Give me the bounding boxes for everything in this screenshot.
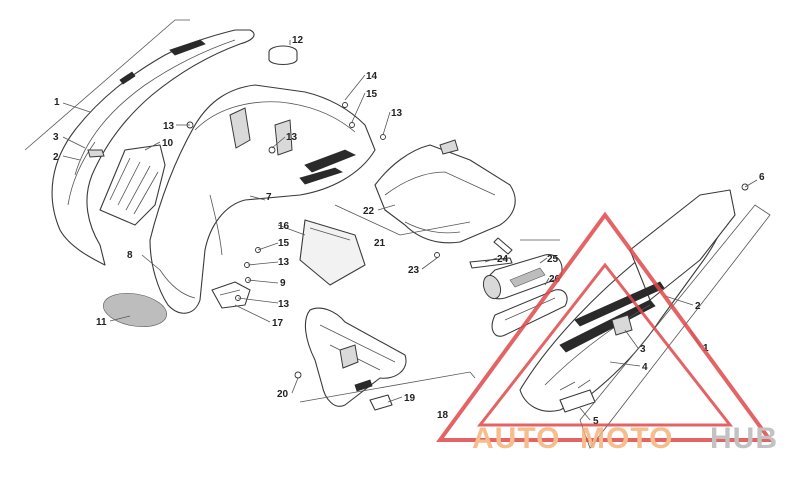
callout-4: 4 [642,362,648,373]
callout-10: 10 [162,138,174,149]
clip-part-19 [369,394,393,411]
bracket-part-17 [211,281,251,309]
right-side-panel [519,189,736,413]
callout-9: 9 [280,278,286,289]
callout-2: 2 [53,152,59,163]
front-cowl [149,84,376,314]
rod-part-24 [469,237,513,269]
lower-bracket-part-18 [304,307,407,407]
tray-part-21 [374,139,516,244]
callout-5: 5 [593,416,599,427]
tube-part-25 [482,254,563,300]
callout-24: 24 [497,254,509,265]
callout-21: 21 [374,238,386,249]
callout-13: 13 [163,121,175,132]
callout-26: 26 [549,274,561,285]
callout-13: 13 [391,108,403,119]
callout-17: 17 [272,318,284,329]
callout-13: 13 [286,132,298,143]
tube-part-26 [491,289,568,337]
bracket-part-10 [99,144,166,226]
callout-20: 20 [277,389,289,400]
grille-part-11 [103,292,167,328]
callout-6: 6 [759,172,765,183]
watermark-auto: AUTO [472,422,560,455]
leader-lines [62,40,758,421]
callout-7: 7 [266,192,272,203]
callout-16: 16 [278,221,290,232]
callout-13: 13 [278,299,290,310]
callout-1: 1 [54,97,60,108]
watermark-moto: MOTO [580,422,673,455]
callout-15: 15 [278,238,290,249]
callout-15: 15 [366,89,378,100]
callout-19: 19 [404,393,416,404]
left-side-panel [51,29,255,266]
callout-14: 14 [366,71,378,82]
callout-11: 11 [96,317,107,328]
callout-3: 3 [640,344,646,355]
callout-25: 25 [547,254,559,265]
cap-part-12 [268,45,298,66]
panel-part-16 [299,219,366,286]
watermark-hub: HUB [710,422,778,455]
callout-13: 13 [278,257,290,268]
callout-labels: 1 3 2 13 10 12 13 14 15 13 7 22 16 15 21… [53,35,765,427]
callout-23: 23 [408,265,420,276]
callout-2: 2 [695,301,701,312]
callout-18: 18 [437,410,449,421]
callout-3: 3 [53,132,59,143]
watermark-logo: AUTO MOTO HUB [436,211,778,455]
callout-1: 1 [703,343,709,354]
callout-22: 22 [363,206,375,217]
callout-12: 12 [292,35,304,46]
callout-8: 8 [127,250,133,261]
